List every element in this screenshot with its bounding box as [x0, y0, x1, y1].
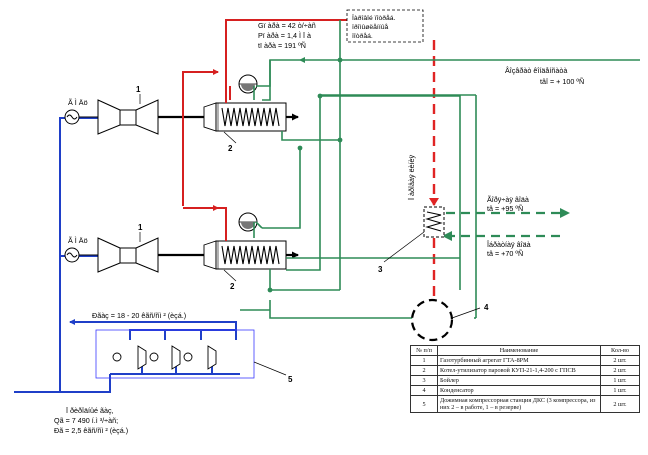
steam-pressure-label: Pï àðà = 1,4 Ì Ï à: [258, 31, 311, 40]
row-name: Дожимная компрессорная станция ДКС (3 ко…: [437, 395, 601, 413]
compressor-station-box: [95, 329, 255, 379]
row-name: Газотурбинный агрегат ГТА-8РМ: [437, 355, 601, 366]
consumer-label-1: Ïàðîâîé ïîòðåá.: [352, 14, 396, 22]
row-quantity: 1 шт.: [600, 385, 640, 396]
row-quantity: 1 шт.: [600, 375, 640, 386]
marker-4: 4: [484, 303, 489, 312]
row-number: 4: [410, 385, 438, 396]
generator-label-1: Ã Ì Äö: [68, 98, 88, 107]
leader-lines: [139, 94, 481, 376]
steam-flow-label: Gï àðà = 42 ò/÷àñ: [258, 21, 316, 30]
hot-water-supply-label: Ãîðÿ÷àÿ âîäà: [487, 195, 529, 204]
table-row: 2 Котел-утилизатор паровой КУП-21-1,4-20…: [410, 365, 640, 376]
hot-supply-arrow: [560, 208, 570, 218]
table-row: 4 Конденсатор 1 шт.: [410, 385, 640, 396]
consumer-label-2: ïðîìûøëåííûå: [352, 23, 388, 31]
hot-return-arrow: [442, 231, 452, 241]
marker-2: 2: [228, 144, 233, 153]
generator-label-2: Ã Ì Äö: [68, 236, 88, 245]
col-quantity: Кол-во: [600, 345, 640, 356]
hot-water-return-temp: tâ = +70 ºÑ: [487, 249, 523, 258]
marker-1b: 1: [138, 223, 143, 232]
col-number: № п/п: [410, 345, 438, 356]
waste-heat-boiler-2: [203, 212, 287, 270]
row-quantity: 2 шт.: [600, 365, 640, 376]
condensate-return-temp: tâî = + 100 ºÑ: [540, 77, 584, 86]
steam-consumer-box: [346, 9, 424, 43]
row-number: 3: [410, 375, 438, 386]
steam-arrow: [429, 198, 439, 206]
gas-turbine-1: [64, 99, 159, 135]
condensate-lines: [240, 20, 640, 319]
fuel-source-label-3: Ðã = 2,5 êãñ/ñì ² (èçá.): [54, 426, 128, 435]
row-number: 1: [410, 355, 438, 366]
waste-heat-boiler-1: [203, 74, 287, 132]
table-row: 1 Газотурбинный агрегат ГТА-8РМ 2 шт.: [410, 355, 640, 366]
gas-turbine-2: [64, 237, 159, 273]
exhaust-lines: [158, 113, 299, 259]
table-row: 5 Дожимная компрессорная станция ДКС (3 …: [410, 395, 640, 413]
marker-3: 3: [378, 265, 383, 274]
marker-5: 5: [288, 375, 293, 384]
row-quantity: 2 шт.: [600, 355, 640, 366]
steam-line-label: Ï àðîâàÿ ëèíèÿ: [407, 154, 416, 200]
hot-water-lines: [446, 211, 560, 238]
consumer-label-3: ïîòðåá.: [352, 32, 373, 40]
row-name: Конденсатор: [437, 385, 601, 396]
table-row: 3 Бойлер 1 шт.: [410, 375, 640, 386]
fuel-pressure-label: Ðãàç = 18 - 20 êãñ/ñì ² (èçá.): [92, 311, 186, 320]
marker-1: 1: [136, 85, 141, 94]
hot-water-supply-temp: tâ = +95 ºÑ: [487, 204, 523, 213]
row-name: Котел-утилизатор паровой КУП-21-1,4-200 …: [437, 365, 601, 376]
steam-lines: [182, 19, 347, 241]
compressor-units: [112, 345, 217, 370]
condenser: [410, 298, 454, 342]
hot-water-return-label: Îáðàòíàÿ âîäà: [486, 240, 531, 249]
row-name: Бойлер: [437, 375, 601, 386]
condensate-return-label: Âîçâðàò êîíäåíñàòà: [505, 66, 567, 75]
col-name: Наименование: [437, 345, 601, 356]
fuel-source-label-1: Ï ðèðîäíûé ãàç,: [66, 406, 114, 415]
marker-2b: 2: [230, 282, 235, 291]
equipment-table: № п/п Наименование Кол-во 1 Газотурбинны…: [410, 345, 640, 413]
table-header-row: № п/п Наименование Кол-во: [410, 345, 640, 356]
row-number: 5: [410, 395, 438, 413]
steam-temp-label: tï àðà = 191 ºÑ: [258, 41, 306, 50]
boiler-heat-exchanger: [423, 206, 445, 238]
row-number: 2: [410, 365, 438, 376]
row-quantity: 2 шт.: [600, 395, 640, 413]
fuel-source-label-2: Qã = 7 490 í.ì ³/÷àñ;: [54, 416, 118, 425]
